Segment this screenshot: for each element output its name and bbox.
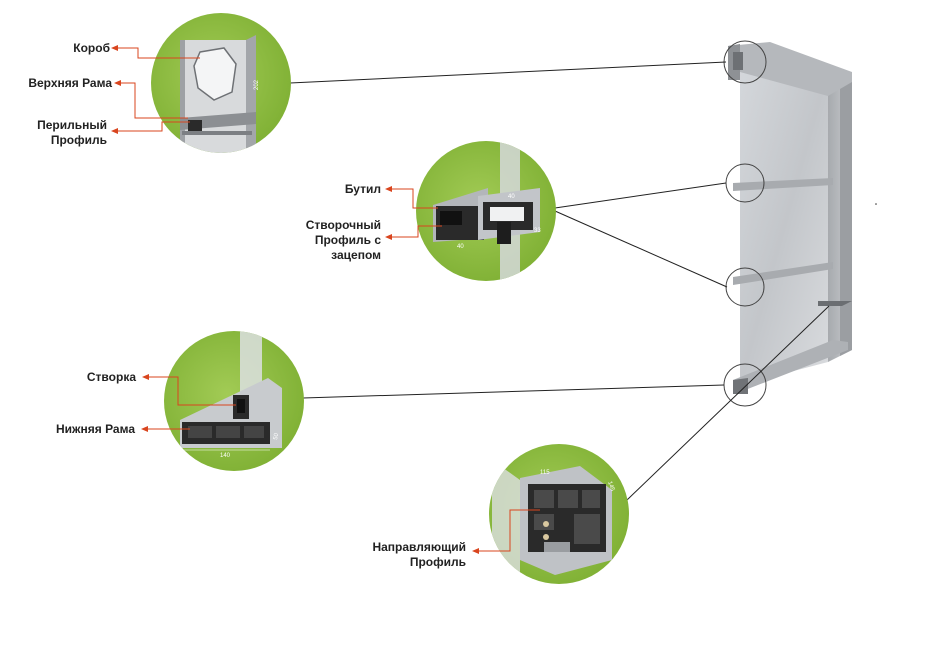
label-verkhnyaya-rama: Верхняя Рама (28, 76, 112, 90)
dim-napravl-height: 145 (606, 481, 615, 493)
leader-lines (117, 47, 540, 552)
dim-napravl-width: 115 (540, 470, 550, 476)
dim-stvorochny-side: 33 (534, 228, 541, 234)
dim-stvorochny-bottom: 40 (457, 244, 464, 250)
dim-nizhnyaya-width: 140 (220, 453, 231, 459)
label-perilny-profil: Перильный Профиль (37, 118, 107, 147)
svg-text:202: 202 (254, 79, 260, 90)
label-korob: Короб (73, 41, 110, 55)
detail-circle-korob: 202 (151, 13, 291, 153)
label-nizhnyaya-rama: Нижняя Рама (55, 422, 135, 436)
leader-arrowheads (111, 45, 479, 554)
dim-nizhnyaya-height: 50 (273, 432, 280, 440)
detail-circle-nizhnyaya: 140 50 (164, 331, 304, 471)
detail-circle-napravl: 115 145 (489, 444, 629, 584)
dim-stvorochny-top: 40 (508, 194, 515, 200)
label-stvorochny-profil: Створочный Профиль с зацепом (305, 218, 381, 262)
window-assembly (723, 40, 877, 407)
detail-circle-stvorochny: 40 40 33 (416, 141, 556, 281)
label-stvorka: Створка (86, 370, 136, 384)
connector-lines (289, 61, 830, 501)
label-napravlyayushchy-profil: Направляющий Профиль (372, 540, 466, 569)
label-butil: Бутил (344, 182, 381, 196)
